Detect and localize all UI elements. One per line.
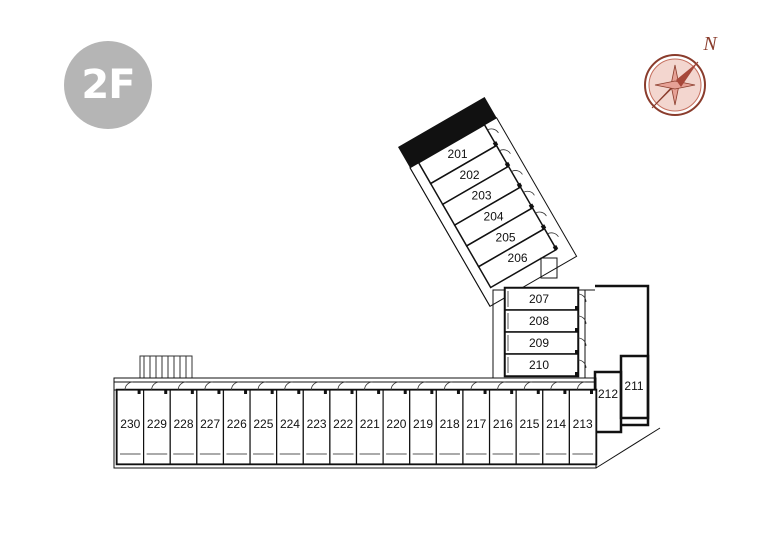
west-stairs bbox=[139, 355, 193, 379]
room-label: 230 bbox=[120, 417, 140, 431]
room-205[interactable]: 205 bbox=[465, 204, 552, 268]
room-label: 209 bbox=[529, 336, 549, 350]
room-210[interactable]: 210 bbox=[504, 353, 587, 377]
room-label: 203 bbox=[472, 189, 492, 203]
room-215[interactable]: 215 bbox=[515, 381, 544, 465]
middle-rooms: 207 208 209 210 bbox=[504, 287, 587, 377]
room-214[interactable]: 214 bbox=[542, 381, 570, 465]
room-208[interactable]: 208 bbox=[504, 309, 587, 333]
north-label: N bbox=[702, 33, 718, 55]
room-222[interactable]: 222 bbox=[329, 381, 358, 465]
compass-icon bbox=[644, 54, 706, 116]
north-wing: 201 202 203 204 205 206 bbox=[398, 97, 578, 308]
room-label: 226 bbox=[227, 417, 247, 431]
room-label: 227 bbox=[200, 417, 220, 431]
room-label: 218 bbox=[440, 417, 460, 431]
main-rooms: 230 229 228 227 226 225 224 223 222 221 220 219 218 2… bbox=[116, 381, 597, 465]
room-227[interactable]: 227 bbox=[196, 381, 225, 465]
floor-label: 2F bbox=[81, 62, 135, 108]
room-223[interactable]: 223 bbox=[302, 381, 331, 465]
room-label: 213 bbox=[573, 417, 593, 431]
room-230[interactable]: 230 bbox=[116, 381, 145, 465]
room-label: 208 bbox=[529, 314, 549, 328]
room-label: 204 bbox=[484, 210, 504, 224]
room-212[interactable]: 212 bbox=[598, 387, 618, 401]
room-label: 206 bbox=[508, 251, 528, 265]
room-label: 214 bbox=[546, 417, 566, 431]
room-label: 221 bbox=[360, 417, 380, 431]
room-228[interactable]: 228 bbox=[169, 381, 198, 465]
room-label: 219 bbox=[413, 417, 433, 431]
room-label: 210 bbox=[529, 358, 549, 372]
room-221[interactable]: 221 bbox=[355, 381, 384, 465]
room-207[interactable]: 207 bbox=[504, 287, 587, 311]
room-label: 222 bbox=[333, 417, 353, 431]
room-label: 228 bbox=[174, 417, 194, 431]
room-label: 224 bbox=[280, 417, 300, 431]
room-label: 217 bbox=[466, 417, 486, 431]
room-213[interactable]: 213 bbox=[568, 381, 597, 465]
room-206[interactable]: 206 bbox=[477, 225, 564, 289]
room-201[interactable]: 201 bbox=[417, 121, 504, 185]
wing-roof bbox=[398, 97, 497, 168]
room-label: 215 bbox=[519, 417, 539, 431]
room-label: 201 bbox=[448, 147, 468, 161]
room-217[interactable]: 217 bbox=[462, 381, 491, 465]
room-229[interactable]: 229 bbox=[143, 381, 171, 465]
middle-stairs bbox=[540, 257, 558, 279]
room-label: 216 bbox=[493, 417, 513, 431]
room-220[interactable]: 220 bbox=[382, 381, 411, 465]
room-219[interactable]: 219 bbox=[409, 381, 437, 465]
room-label: 202 bbox=[460, 168, 480, 182]
room-204[interactable]: 204 bbox=[453, 183, 540, 247]
room-label: 223 bbox=[307, 417, 327, 431]
room-218[interactable]: 218 bbox=[435, 381, 464, 465]
room-211[interactable]: 211 bbox=[624, 379, 643, 393]
room-224[interactable]: 224 bbox=[276, 381, 304, 465]
room-label: 207 bbox=[529, 292, 549, 306]
room-225[interactable]: 225 bbox=[249, 381, 278, 465]
room-label: 205 bbox=[496, 230, 516, 244]
room-label: 225 bbox=[253, 417, 273, 431]
east-rooms: 211 212 bbox=[598, 379, 644, 401]
room-216[interactable]: 216 bbox=[488, 381, 517, 465]
room-label: 220 bbox=[386, 417, 406, 431]
floor-badge: 2F bbox=[64, 41, 152, 129]
room-226[interactable]: 226 bbox=[222, 381, 251, 465]
room-label: 229 bbox=[147, 417, 167, 431]
room-209[interactable]: 209 bbox=[504, 331, 587, 355]
